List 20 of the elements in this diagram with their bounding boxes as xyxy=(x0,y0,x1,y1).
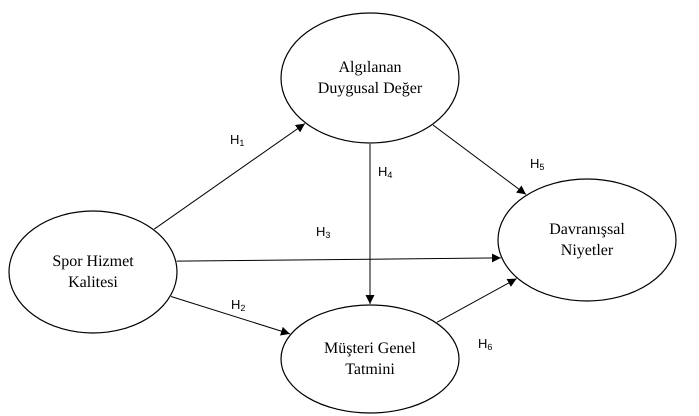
construct-label: Algılanan Duygusal Değer xyxy=(316,58,424,99)
construct-ellipse xyxy=(280,304,460,414)
arrow xyxy=(170,296,290,336)
construct-label: Davranışsal Niyetler xyxy=(548,220,626,261)
arrow xyxy=(436,278,518,323)
hypothesis-label: H$_{3}$ xyxy=(316,224,330,240)
construct-label: Spor Hizmet Kalitesi xyxy=(51,252,135,293)
hypothesis-label: H$_{5}$ xyxy=(530,156,544,172)
construct-label: Müşteri Genel Tatmini xyxy=(323,339,417,380)
hypothesis-label: H$_{4}$ xyxy=(378,164,392,180)
construct-ellipse xyxy=(280,12,460,144)
construct-ellipse xyxy=(497,178,677,302)
hypothesis-label: H$_{2}$ xyxy=(231,297,246,313)
arrow xyxy=(432,124,526,195)
hypothesis-label: H$_{6}$ xyxy=(478,336,492,352)
construct-ellipse xyxy=(8,210,178,334)
arrow xyxy=(366,144,374,304)
arrow xyxy=(176,253,502,262)
arrow xyxy=(154,123,306,230)
hypothesis-label: H$_{1}$ xyxy=(230,132,244,148)
